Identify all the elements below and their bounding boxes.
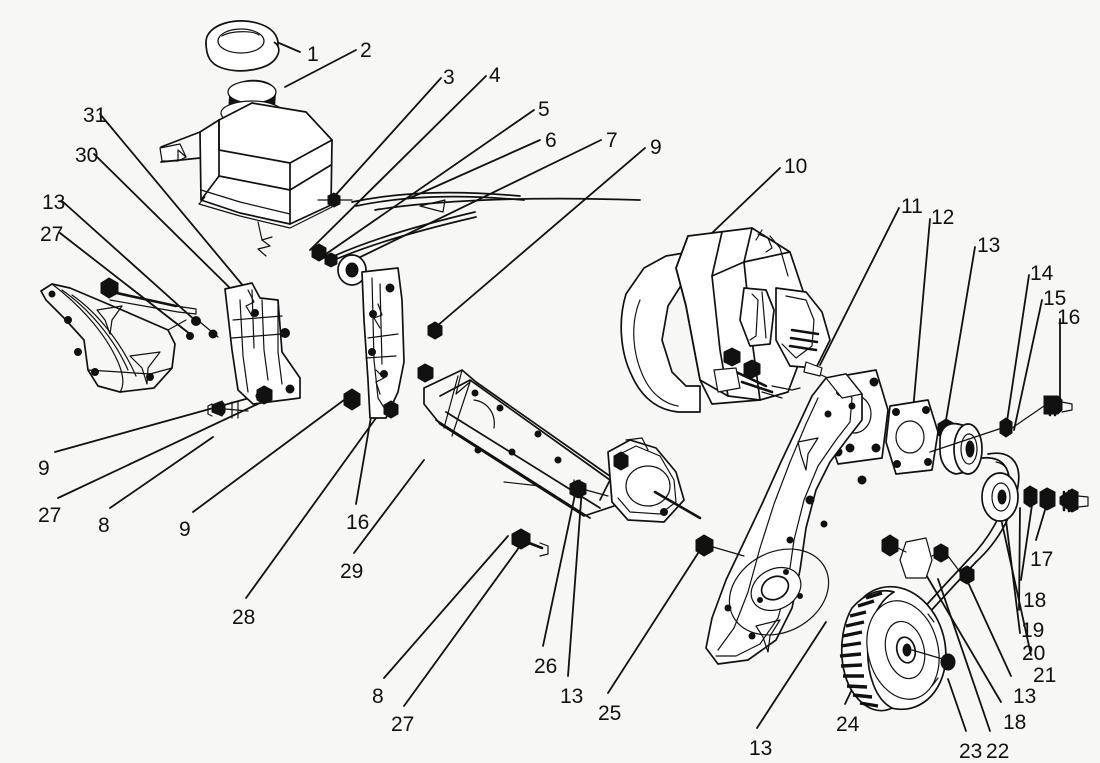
callout-number-7: 7	[606, 129, 618, 152]
callout-number-8: 8	[98, 514, 110, 537]
part-fuel-cap	[205, 20, 280, 72]
callout-number-11: 11	[901, 195, 923, 218]
callout-number-25: 25	[598, 702, 622, 725]
callout-leader-3	[331, 77, 442, 200]
callout-leader-21	[997, 504, 1032, 656]
part-drive-wheel	[839, 585, 956, 712]
callout-number-16: 16	[1057, 306, 1081, 329]
callout-leader-9	[54, 394, 261, 453]
callout-leader-6	[409, 139, 541, 199]
callout-number-24: 24	[836, 713, 860, 736]
callout-leader-25	[607, 546, 703, 694]
callout-number-31: 31	[83, 104, 107, 127]
part-left-shield	[40, 277, 197, 393]
callout-leader-12	[911, 218, 931, 423]
callout-number-14: 14	[1030, 262, 1054, 285]
callout-number-10: 10	[784, 155, 808, 178]
callout-number-18: 18	[1023, 589, 1047, 612]
callout-number-5: 5	[538, 98, 550, 121]
part-misc-fasteners	[256, 363, 434, 411]
callout-leader-20	[1004, 511, 1021, 634]
callout-leader-18	[924, 572, 1002, 703]
callout-leader-31	[99, 113, 256, 301]
callout-leader-13	[567, 487, 583, 677]
callout-number-27: 27	[38, 504, 62, 527]
callout-leader-22	[937, 578, 991, 732]
part-gearcase-housing	[705, 373, 975, 665]
callout-leader-4	[309, 75, 487, 251]
callout-number-13: 13	[1013, 685, 1037, 708]
callout-leader-18	[1020, 504, 1033, 581]
callout-leader-27	[57, 401, 263, 499]
callout-leader-10	[711, 167, 781, 234]
callout-leader-30	[93, 153, 233, 291]
callout-number-17: 17	[1030, 548, 1054, 571]
part-fuel-tank	[159, 79, 333, 257]
callout-leader-27	[59, 232, 191, 335]
callout-number-3: 3	[443, 66, 455, 89]
part-center-plate	[167, 282, 301, 419]
callout-leader-8	[383, 535, 509, 679]
callout-number-12: 12	[931, 206, 955, 229]
callout-number-9: 9	[179, 518, 191, 541]
callout-leader-13	[943, 246, 976, 433]
callout-number-29: 29	[340, 560, 364, 583]
callout-number-19: 19	[1021, 619, 1045, 642]
part-pulley-stack	[981, 472, 1089, 522]
callout-number-4: 4	[489, 64, 501, 87]
callout-number-9: 9	[650, 136, 662, 159]
callout-number-30: 30	[75, 144, 99, 167]
callout-number-8: 8	[372, 685, 384, 708]
callout-number-6: 6	[545, 129, 557, 152]
callout-number-27: 27	[391, 713, 415, 736]
callout-leader-13	[965, 577, 1012, 677]
callout-leader-15	[1013, 299, 1043, 431]
callout-number-21: 21	[1033, 664, 1057, 687]
callout-number-23: 23	[959, 740, 983, 763]
part-engine	[620, 227, 881, 413]
callout-leader-23	[947, 678, 967, 732]
callout-leader-27	[403, 541, 524, 707]
callout-number-15: 15	[1043, 287, 1067, 310]
callout-leader-9	[192, 399, 345, 513]
callout-number-1: 1	[307, 43, 319, 66]
callout-number-22: 22	[986, 740, 1010, 763]
callout-number-20: 20	[1022, 642, 1046, 665]
part-bearing-pulley	[929, 395, 1073, 475]
callout-leader-28	[245, 417, 377, 599]
callout-leader-14	[1005, 274, 1030, 429]
callout-leader-2	[284, 49, 357, 88]
callout-number-16: 16	[346, 511, 370, 534]
callout-leader-13	[61, 200, 198, 323]
callout-leader-lines	[54, 39, 1061, 732]
callout-number-13: 13	[560, 685, 584, 708]
callout-number-13: 13	[977, 234, 1001, 257]
callout-leader-26	[542, 489, 577, 647]
callout-number-28: 28	[232, 606, 256, 629]
callout-number-9: 9	[38, 457, 50, 480]
callout-number-13: 13	[42, 191, 66, 214]
part-linkage-rods	[311, 191, 641, 419]
callout-number-18: 18	[1003, 711, 1027, 734]
callout-number-2: 2	[360, 39, 372, 62]
callout-number-27: 27	[40, 223, 64, 246]
callout-leader-7	[345, 139, 602, 265]
callout-leader-29	[353, 459, 425, 554]
tire-tread-lines	[839, 591, 883, 708]
part-frame-tube	[423, 369, 745, 557]
callout-leader-8	[109, 436, 214, 509]
callout-number-26: 26	[534, 655, 558, 678]
callout-number-13: 13	[749, 737, 773, 760]
callout-leader-13	[756, 621, 827, 729]
callout-leader-5	[325, 109, 535, 255]
callout-leader-9	[429, 147, 646, 333]
callout-leader-19	[1018, 507, 1021, 611]
callout-leader-11	[819, 207, 900, 366]
